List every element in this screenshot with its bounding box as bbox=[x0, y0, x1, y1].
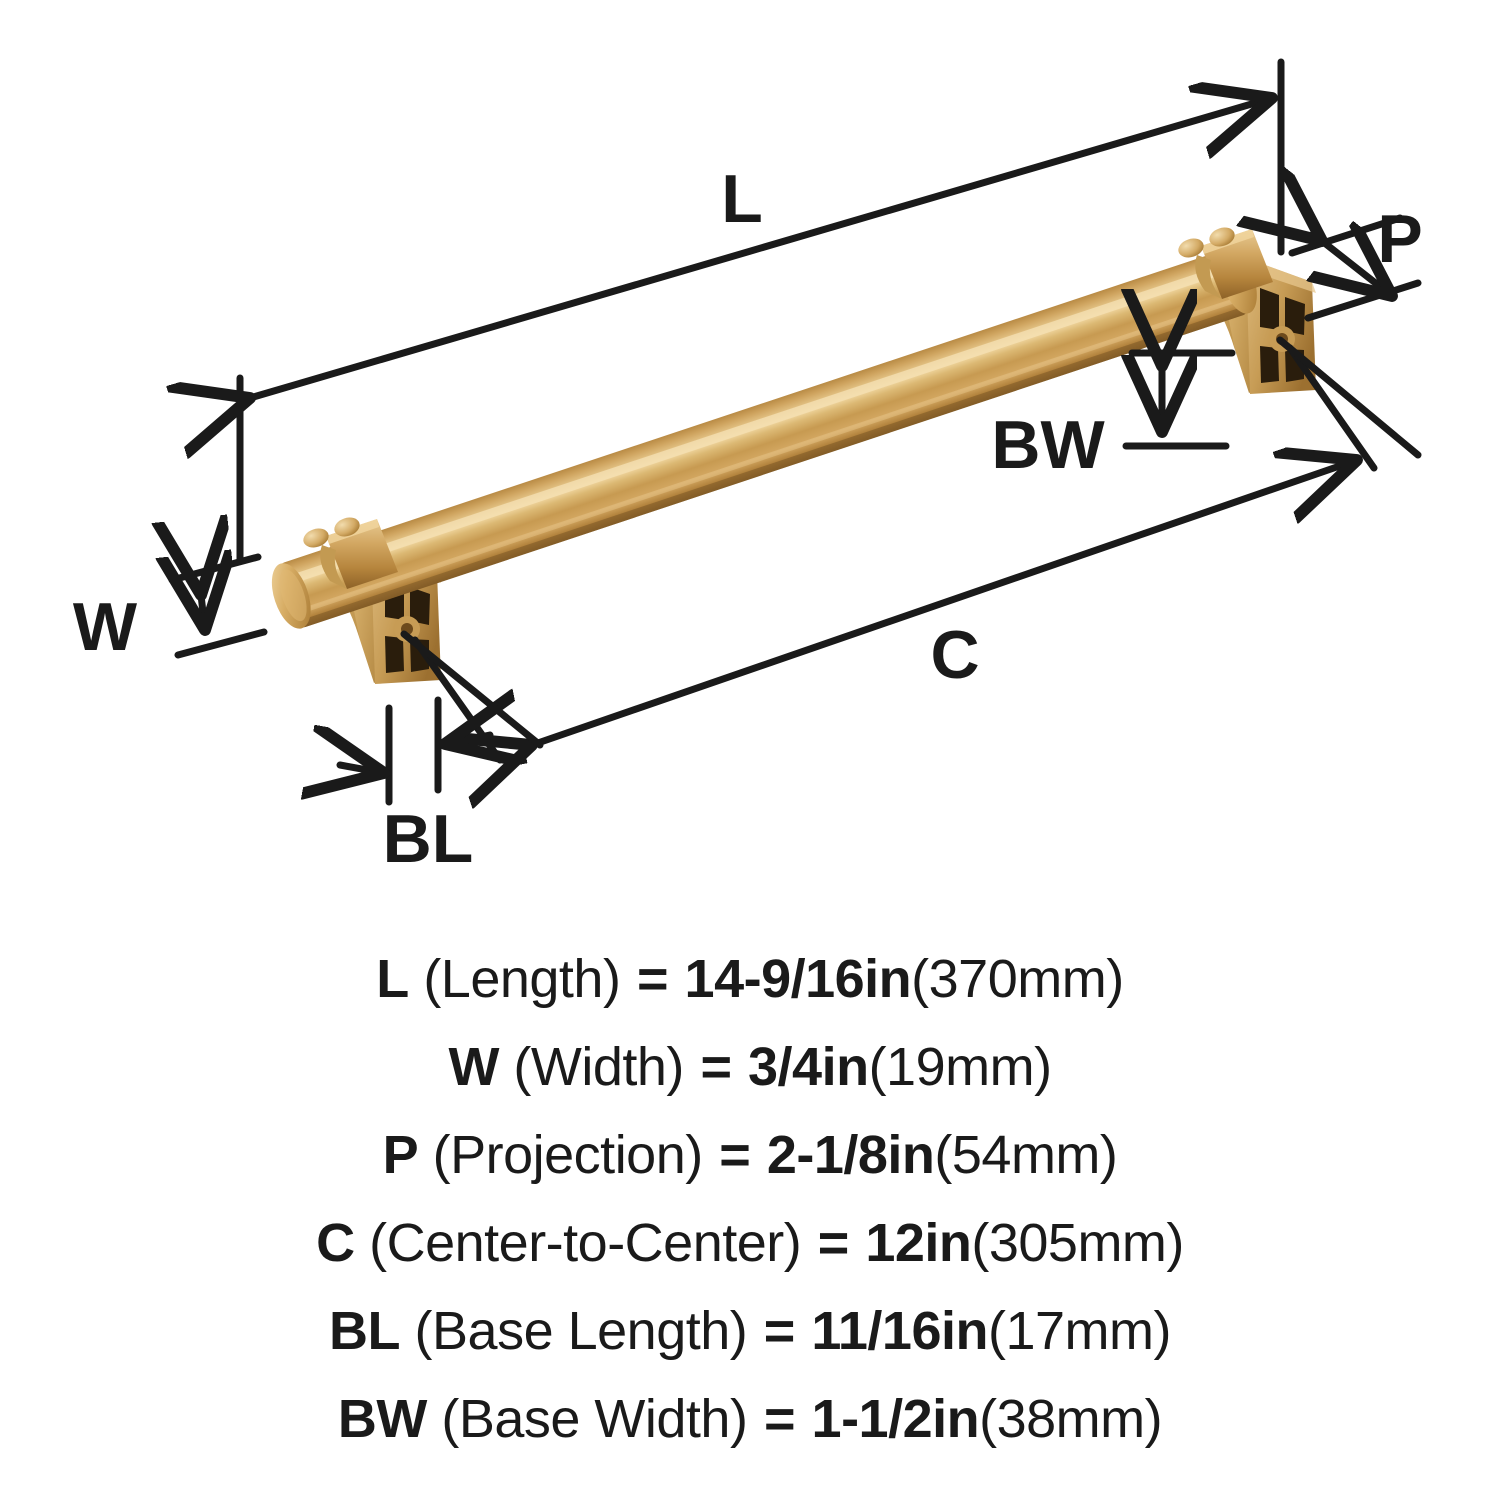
label-base-width: BW bbox=[991, 407, 1105, 483]
bl-arrow-left bbox=[340, 765, 384, 773]
legend-value-metric: (19mm) bbox=[868, 1037, 1053, 1097]
left-collar bbox=[303, 517, 398, 589]
legend-value-metric: (54mm) bbox=[934, 1125, 1118, 1185]
p-extension-bottom bbox=[1304, 279, 1422, 322]
legend-name: (Width) bbox=[513, 1037, 684, 1097]
label-projection: P bbox=[1377, 201, 1422, 277]
legend-equals: = bbox=[817, 1213, 850, 1273]
c-dimension-line bbox=[532, 460, 1357, 745]
bl-leader-line bbox=[400, 630, 544, 749]
legend-name: (Projection) bbox=[432, 1125, 704, 1185]
legend-value-metric: (305mm) bbox=[971, 1213, 1184, 1273]
left-plate-slot-2 bbox=[410, 587, 430, 625]
label-width: W bbox=[73, 589, 138, 665]
legend-name: (Length) bbox=[423, 949, 621, 1009]
legend-row-base-length: BL (Base Length) = 11/16in(17mm) bbox=[0, 1287, 1500, 1375]
legend-row-projection: P (Projection) = 2-1/8in(54mm) bbox=[0, 1111, 1500, 1199]
legend-value-imperial: 11/16in bbox=[811, 1301, 988, 1361]
label-length: L bbox=[721, 161, 763, 237]
p-dimension-line bbox=[1322, 241, 1392, 296]
legend-row-length: L (Length) = 14-9/16in(370mm) bbox=[0, 935, 1500, 1023]
left-collar-wrap bbox=[320, 545, 347, 589]
legend-value-imperial: 2-1/8in bbox=[766, 1125, 935, 1185]
label-base-length: BL bbox=[383, 801, 474, 877]
legend-row-width: W (Width) = 3/4in(19mm) bbox=[0, 1023, 1500, 1111]
label-center-to-center: C bbox=[930, 617, 979, 693]
legend-value-imperial: 14-9/16in bbox=[684, 949, 912, 1009]
legend-value-imperial: 1-1/2in bbox=[811, 1389, 980, 1449]
legend-value-metric: (38mm) bbox=[979, 1389, 1163, 1449]
legend-symbol: BL bbox=[329, 1301, 401, 1361]
product-dimension-drawing: L W P C BL BW bbox=[73, 58, 1423, 877]
legend-equals: = bbox=[763, 1389, 796, 1449]
w-extension-bottom bbox=[174, 628, 268, 659]
legend-equals: = bbox=[719, 1125, 751, 1185]
legend-value-imperial: 3/4in bbox=[748, 1037, 869, 1097]
legend-row-base-width: BW (Base Width) = 1-1/2in(38mm) bbox=[0, 1375, 1500, 1463]
left-plate-slot-3 bbox=[385, 636, 404, 673]
bl-arrow-right bbox=[445, 735, 490, 744]
legend-name: (Center-to-Center) bbox=[369, 1213, 802, 1273]
left-nub-2 bbox=[334, 517, 360, 537]
right-plate-slot-1 bbox=[1260, 288, 1279, 330]
w-extension-top bbox=[168, 553, 262, 584]
legend-symbol: P bbox=[382, 1125, 419, 1185]
product-illustration bbox=[271, 227, 1316, 684]
legend-symbol: C bbox=[316, 1213, 355, 1273]
legend-equals: = bbox=[700, 1037, 732, 1097]
measurement-legend: L (Length) = 14-9/16in(370mm) W (Width) … bbox=[0, 935, 1500, 1463]
bar-bottom-shadow bbox=[300, 307, 1247, 628]
handle-bar bbox=[271, 248, 1257, 629]
legend-name: (Base Width) bbox=[441, 1389, 748, 1449]
right-plate-slot-3 bbox=[1260, 346, 1279, 383]
legend-symbol: W bbox=[448, 1037, 499, 1097]
legend-symbol: L bbox=[376, 949, 409, 1009]
right-plate-slot-2 bbox=[1285, 297, 1305, 335]
bw-leader-line bbox=[1276, 336, 1422, 459]
legend-equals: = bbox=[763, 1301, 796, 1361]
l-dimension-line bbox=[250, 98, 1272, 398]
legend-value-imperial: 12in bbox=[865, 1213, 972, 1273]
legend-symbol: BW bbox=[337, 1389, 427, 1449]
legend-value-metric: (17mm) bbox=[987, 1301, 1172, 1361]
bar-left-cap-inner bbox=[279, 569, 307, 622]
legend-value-metric: (370mm) bbox=[911, 949, 1124, 1009]
legend-row-center-to-center: C (Center-to-Center) = 12in(305mm) bbox=[0, 1199, 1500, 1287]
left-nub-1 bbox=[303, 528, 329, 548]
legend-name: (Base Length) bbox=[414, 1301, 748, 1361]
legend-equals: = bbox=[636, 949, 669, 1009]
dimension-annotations bbox=[168, 58, 1422, 802]
w-dimension-line bbox=[201, 595, 205, 630]
